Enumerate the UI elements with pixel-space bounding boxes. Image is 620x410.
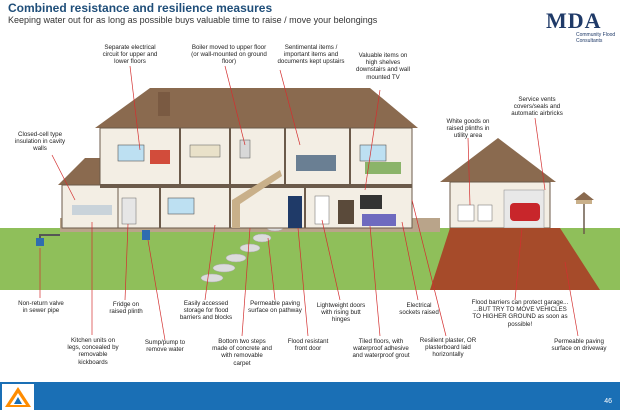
sofa: [362, 214, 396, 226]
label-bottom-steps: Bottom two steps made of concrete and wi…: [212, 338, 272, 367]
house-walls: [99, 127, 413, 229]
fridge: [121, 197, 137, 225]
bed-upstairs-2: [365, 162, 401, 174]
label-front-door: Flood resistant front door: [287, 338, 329, 353]
label-boiler: Boiler moved to upper floor (or wall-mou…: [191, 44, 267, 66]
main-roof: [95, 88, 418, 128]
page-number: 46: [604, 398, 612, 405]
upstairs-desk: [296, 155, 336, 171]
label-lightweight-doors: Lightweight doors with rising butt hinge…: [316, 302, 366, 324]
label-sentimental-items: Sentimental items / important items and …: [277, 44, 345, 66]
label-resilient-plaster: Resilient plaster, OR plasterboard laid …: [419, 337, 477, 359]
warning-triangle-icon: [2, 384, 34, 410]
sump-pump: [142, 230, 150, 240]
car: [510, 203, 540, 221]
footer-bar: 46: [0, 382, 620, 410]
shelf-unit: [338, 200, 354, 224]
bathroom-tub: [189, 144, 221, 158]
washing-machine: [457, 204, 475, 222]
chimney: [158, 92, 170, 116]
bird-table: [574, 192, 594, 234]
label-sump-pump: Sump/pump to remove water: [144, 339, 186, 354]
diagram-title: Combined resistance and resilience measu…: [8, 1, 273, 15]
label-fridge: Fridge on raised plinth: [109, 301, 143, 316]
non-return-valve: [36, 238, 44, 246]
label-non-return-valve: Non-return valve in sewer pipe: [18, 300, 64, 315]
kitchen-units: [72, 205, 112, 215]
interior-walls: [159, 128, 351, 228]
upstairs-window-1: [117, 144, 145, 162]
bed-upstairs: [150, 150, 170, 164]
logo-mark: MDA: [546, 8, 602, 33]
label-service-vents: Service vents covers/seals and automatic…: [511, 96, 563, 118]
upstairs-window-2: [359, 144, 387, 162]
label-kitchen-units: Kitchen units on legs, concealed by remo…: [67, 337, 119, 366]
label-electrical-circuit: Separate electrical circuit for upper an…: [102, 44, 158, 66]
logo-tagline: Community Flood Consultants: [576, 32, 616, 44]
label-white-goods: White goods on raised plinths in utility…: [446, 118, 490, 140]
label-storage: Easily accessed storage for flood barrie…: [179, 300, 233, 322]
downstairs-window-1: [167, 197, 195, 215]
dryer: [477, 204, 493, 222]
mda-logo: MDA Community Flood Consultants: [532, 8, 615, 44]
label-valuable-items: Valuable items on high shelves downstair…: [356, 52, 410, 81]
boiler: [239, 139, 251, 159]
house-illustration: [0, 65, 620, 341]
label-permeable-paving-path: Permeable paving surface on pathway: [248, 300, 302, 315]
label-tiled-floors: Tiled floors, with waterproof adhesive a…: [352, 338, 410, 360]
label-electrical-sockets: Electrical sockets raised: [399, 302, 439, 317]
front-door: [288, 196, 302, 228]
label-permeable-driveway: Permeable paving surface on driveway: [551, 338, 607, 353]
callout-lines: [39, 65, 579, 341]
wall-mounted-tv: [360, 195, 382, 209]
label-flood-barriers: Flood barriers can protect garage... ...…: [471, 299, 569, 328]
label-insulation: Closed-cell type insulation in cavity wa…: [14, 131, 66, 153]
brick-driveway: [430, 228, 600, 290]
staircase: [232, 170, 282, 228]
diagram-subtitle: Keeping water out for as long as possibl…: [8, 15, 378, 25]
lightweight-door: [314, 195, 330, 225]
